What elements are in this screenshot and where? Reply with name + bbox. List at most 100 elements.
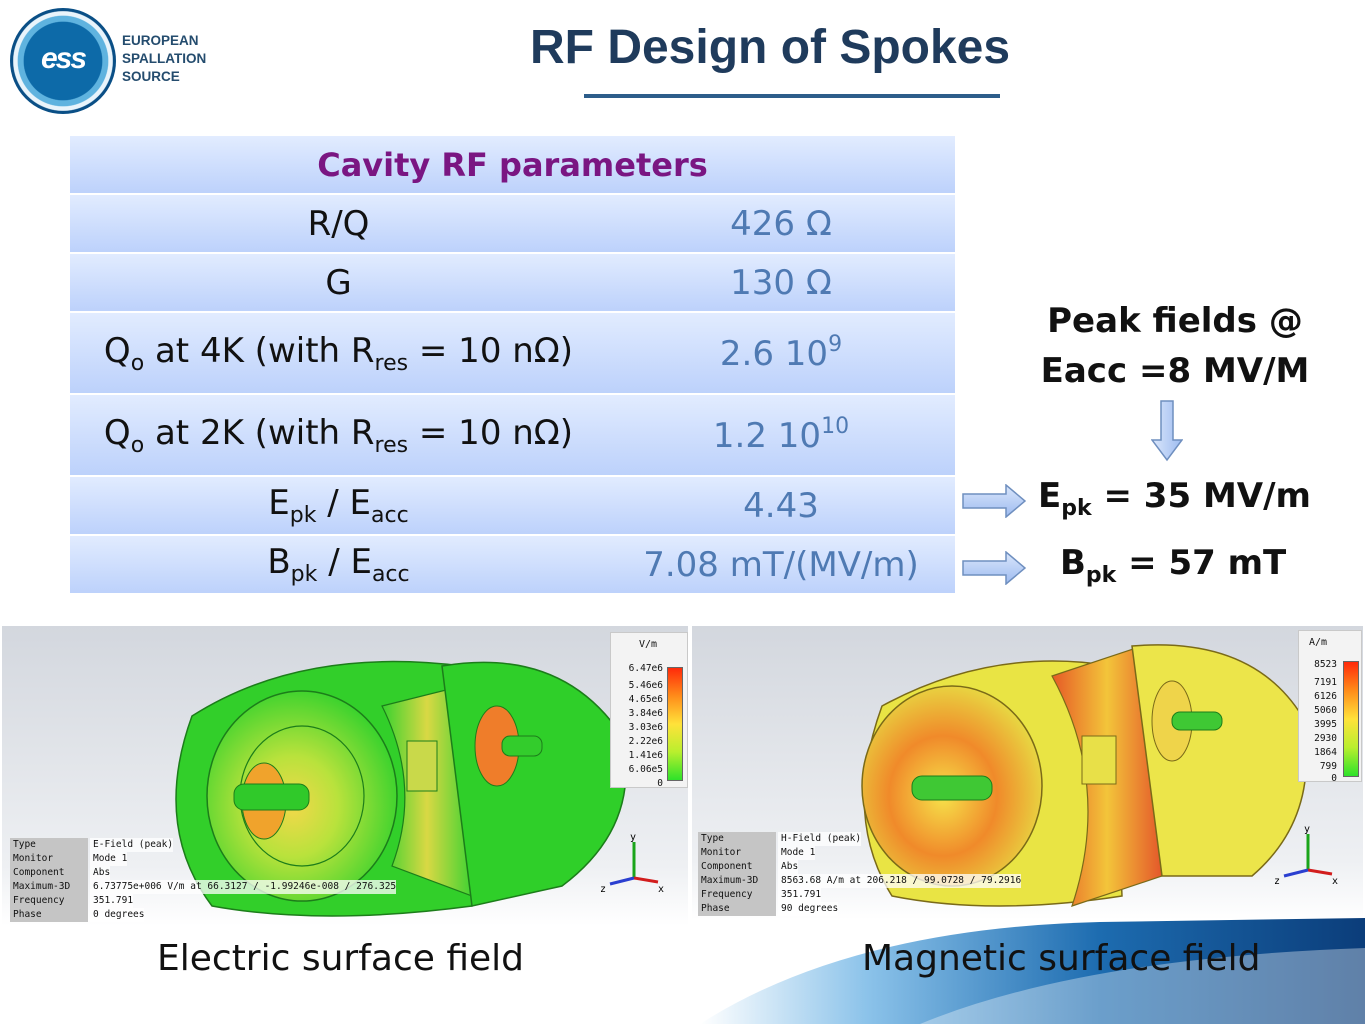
epk-result: Epk = 35 MV/m [1038, 476, 1311, 521]
electric-cavity-render [175, 660, 627, 917]
legend-tick: 6126 [1314, 691, 1337, 702]
legend-tick: 0 [657, 778, 663, 789]
logo-mark: ess [40, 42, 87, 75]
info-key: Frequency [10, 894, 88, 908]
info-key: Component [698, 860, 776, 874]
slide-title: RF Design of Spokes [530, 21, 1011, 74]
magnetic-cavity-render [861, 644, 1308, 907]
legend-unit: A/m [1309, 637, 1328, 648]
axis-y-label: y [1304, 824, 1310, 835]
info-value: 351.791 [778, 888, 822, 902]
electric-info-box: Type E-Field (peak) Monitor Mode 1 Compo… [10, 838, 430, 926]
legend-color-bar [667, 667, 683, 781]
table-row: Bpk / Eacc 7.08 mT/(MV/m) [70, 535, 955, 595]
table-row: Qo at 2K (with Rres = 10 nΩ) 1.2 1010 [70, 394, 955, 477]
legend-tick: 3995 [1314, 719, 1337, 730]
table-row: Qo at 4K (with Rres = 10 nΩ) 2.6 109 [70, 312, 955, 395]
cavity-parameters-table: Cavity RF parameters R/Q 426 Ω G 130 Ω Q… [70, 136, 955, 595]
info-key: Maximum-3D [10, 880, 88, 894]
info-value: Mode 1 [90, 852, 128, 866]
logo-line-1: EUROPEAN [122, 33, 199, 48]
logo-line-2: SPALLATION [122, 51, 207, 66]
magnetic-info-box: Type H-Field (peak) Monitor Mode 1 Compo… [698, 832, 1038, 920]
electric-caption: Electric surface field [157, 938, 525, 979]
param-value: 1.2 1010 [607, 394, 955, 477]
logo-emblem [10, 8, 116, 114]
param-label: Qo at 2K (with Rres = 10 nΩ) [70, 394, 607, 477]
legend-tick: 5060 [1314, 705, 1337, 716]
right-arrow-icon [962, 551, 1026, 585]
param-label: Qo at 4K (with Rres = 10 nΩ) [70, 312, 607, 395]
legend-tick: 2.22e6 [628, 736, 663, 747]
info-value: 351.791 [90, 894, 134, 908]
legend-tick: 1864 [1314, 747, 1337, 758]
table-row: Epk / Eacc 4.43 [70, 476, 955, 536]
table-header: Cavity RF parameters [70, 136, 955, 195]
param-value: 7.08 mT/(MV/m) [607, 535, 955, 595]
info-key: Monitor [10, 852, 88, 866]
legend-tick: 6.47e6 [628, 663, 663, 674]
info-key: Monitor [698, 846, 776, 860]
legend-tick: 6.06e5 [628, 764, 663, 775]
legend-tick: 5.46e6 [628, 680, 663, 691]
info-key: Type [698, 832, 776, 846]
peak-line-1: Peak fields @ [1047, 301, 1303, 341]
info-key: Phase [698, 902, 776, 916]
param-label: Epk / Eacc [70, 476, 607, 536]
info-key: Frequency [698, 888, 776, 902]
peak-fields-heading: Peak fields @ Eacc =8 MV/M [1030, 296, 1320, 396]
table-row: G 130 Ω [70, 253, 955, 313]
logo-line-3: SOURCE [122, 69, 180, 84]
legend-tick: 1.41e6 [628, 750, 663, 761]
info-key: Type [10, 838, 88, 852]
electric-field-panel: V/m 6.47e6 5.46e6 4.65e6 3.84e6 3.03e6 2… [2, 626, 688, 926]
legend-tick: 799 [1319, 761, 1337, 772]
peak-line-2: Eacc =8 MV/M [1040, 351, 1310, 391]
param-label: R/Q [70, 194, 607, 254]
electric-legend: V/m 6.47e6 5.46e6 4.65e6 3.84e6 3.03e6 2… [610, 632, 688, 789]
info-key: Maximum-3D [698, 874, 776, 888]
info-key: Phase [10, 908, 88, 922]
title-underline [584, 94, 1000, 98]
legend-tick: 3.03e6 [628, 722, 663, 733]
magnetic-legend: A/m 8523 7191 6126 5060 3995 2930 1864 7… [1298, 630, 1362, 784]
legend-tick: 4.65e6 [628, 694, 663, 705]
param-value: 2.6 109 [607, 312, 955, 395]
legend-unit: V/m [639, 639, 658, 650]
magnetic-field-panel: A/m 8523 7191 6126 5060 3995 2930 1864 7… [692, 626, 1363, 920]
axis-triad-icon: y x z [1274, 824, 1338, 887]
info-key: Component [10, 866, 88, 880]
legend-tick: 0 [1331, 773, 1337, 784]
legend-tick: 3.84e6 [628, 708, 663, 719]
info-value: Abs [90, 866, 111, 880]
info-value: 0 degrees [90, 908, 145, 922]
info-value: Abs [778, 860, 799, 874]
info-value: Mode 1 [778, 846, 816, 860]
param-value: 4.43 [607, 476, 955, 536]
bpk-result: Bpk = 57 mT [1060, 543, 1287, 588]
right-arrow-icon [962, 484, 1026, 518]
legend-tick: 2930 [1314, 733, 1337, 744]
legend-tick: 8523 [1314, 659, 1337, 670]
axis-z-label: z [600, 884, 606, 895]
param-label: G [70, 253, 607, 313]
axis-y-label: y [630, 832, 636, 843]
info-value: 8563.68 A/m at 206.218 / 99.0728 / 79.29… [778, 874, 1022, 888]
info-value: H-Field (peak) [778, 832, 862, 846]
legend-tick: 7191 [1314, 677, 1337, 688]
info-value: 90 degrees [778, 902, 839, 916]
info-value: 6.73775e+006 V/m at 66.3127 / -1.99246e-… [90, 880, 397, 894]
legend-color-bar [1343, 661, 1359, 777]
down-arrow-icon [1151, 400, 1183, 462]
param-label: Bpk / Eacc [70, 535, 607, 595]
param-value: 130 Ω [607, 253, 955, 313]
table-header-row: Cavity RF parameters [70, 136, 955, 195]
axis-triad-icon: y x z [600, 832, 664, 895]
param-value: 426 Ω [607, 194, 955, 254]
axis-x-label: x [1332, 876, 1338, 887]
axis-x-label: x [658, 884, 664, 895]
table-row: R/Q 426 Ω [70, 194, 955, 254]
magnetic-caption: Magnetic surface field [862, 938, 1261, 979]
info-value: E-Field (peak) [90, 838, 174, 852]
logo-text: EUROPEAN SPALLATION SOURCE [122, 32, 206, 86]
